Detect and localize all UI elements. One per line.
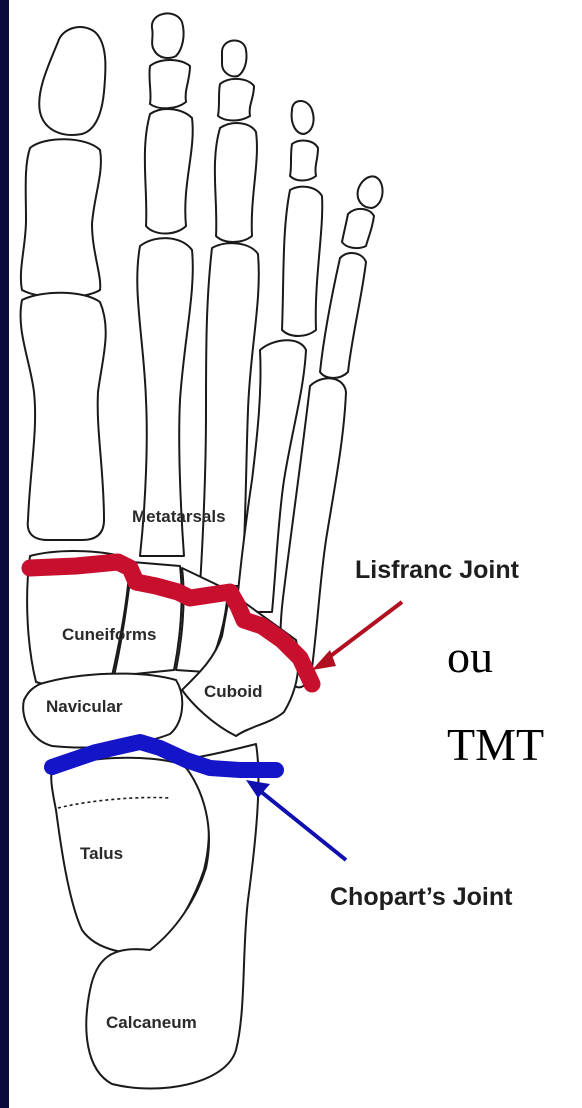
- label-cuneiforms: Cuneiforms: [62, 625, 156, 644]
- toe2-distal-phalanx: [152, 13, 184, 58]
- first-metatarsal: [21, 293, 106, 540]
- toe5-middle-phalanx: [342, 209, 374, 248]
- toe5-proximal-phalanx: [320, 253, 366, 378]
- label-lisfranc-joint: Lisfranc Joint: [355, 556, 520, 584]
- lisfranc-arrow: [312, 602, 402, 670]
- label-cuboid: Cuboid: [204, 682, 263, 701]
- hallux-proximal-phalanx: [21, 139, 101, 297]
- chopart-arrow: [246, 780, 346, 860]
- toe4-proximal-phalanx: [282, 187, 322, 336]
- toe3-middle-phalanx: [218, 79, 254, 121]
- toe4-middle-phalanx: [290, 141, 318, 181]
- toe4-distal-phalanx: [292, 101, 314, 134]
- text-tmt: TMT: [447, 719, 544, 770]
- text-ou: ou: [447, 631, 493, 682]
- label-calcaneum: Calcaneum: [106, 1013, 197, 1032]
- label-metatarsals: Metatarsals: [132, 507, 226, 526]
- toe3-proximal-phalanx: [215, 123, 257, 242]
- hallux-distal-phalanx: [39, 27, 105, 135]
- toe5-distal-phalanx: [358, 176, 383, 208]
- toe3-distal-phalanx: [222, 40, 247, 76]
- toe2-proximal-phalanx: [145, 109, 193, 233]
- label-talus: Talus: [80, 844, 123, 863]
- label-navicular: Navicular: [46, 697, 123, 716]
- toe2-middle-phalanx: [149, 60, 190, 108]
- label-chopart-joint: Chopart’s Joint: [330, 883, 513, 911]
